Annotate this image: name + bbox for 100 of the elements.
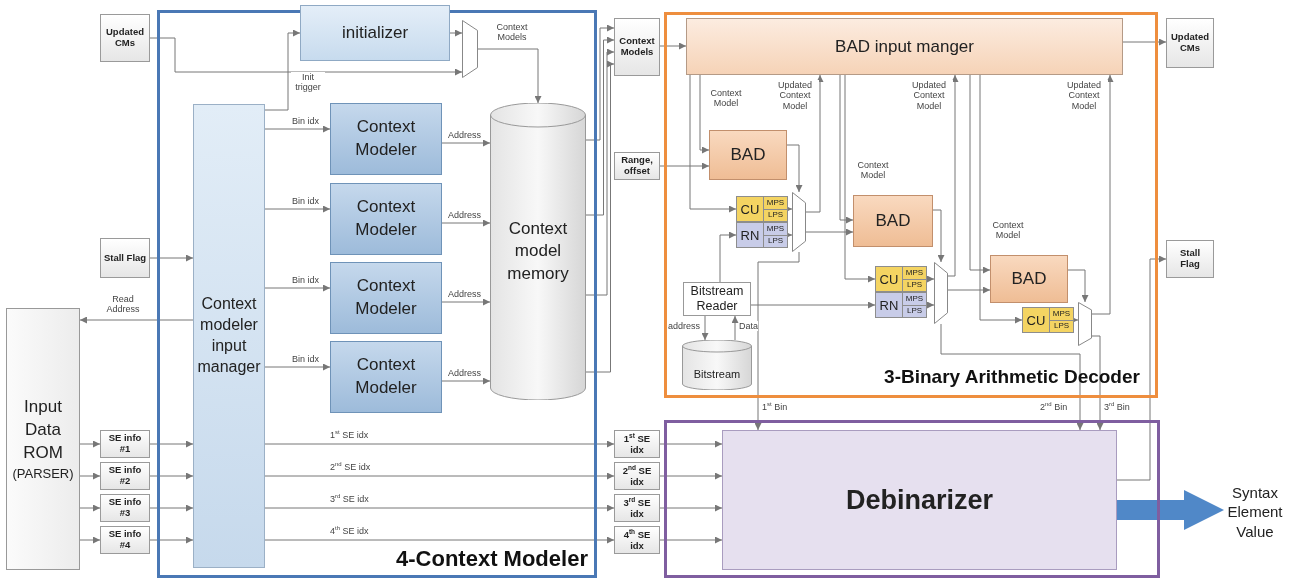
arrow bbox=[79, 440, 101, 448]
signal-box bbox=[100, 526, 150, 554]
arrow bbox=[844, 74, 876, 283]
arrow bbox=[699, 74, 710, 154]
module-box bbox=[722, 430, 1117, 570]
arrow bbox=[79, 504, 101, 512]
multiplexer-symbol bbox=[1078, 302, 1092, 346]
box-note: (PARSER) bbox=[12, 464, 74, 483]
register-label: RN bbox=[739, 227, 761, 243]
register-label: CU bbox=[878, 271, 900, 287]
box-label: Stall Flag bbox=[102, 252, 148, 264]
box-label: initializer bbox=[341, 23, 409, 43]
box-label: SE info #3 bbox=[107, 497, 143, 519]
state-label: LPS bbox=[902, 278, 926, 291]
box-label: Stall Flag bbox=[1178, 248, 1202, 270]
edge-label: Data bbox=[739, 321, 758, 332]
arrow bbox=[264, 205, 331, 213]
arrow bbox=[659, 536, 723, 544]
arrow bbox=[449, 29, 463, 37]
multiplexer-symbol bbox=[462, 20, 478, 78]
box-label: SE info #2 bbox=[107, 465, 143, 487]
state-label: MPS bbox=[763, 223, 787, 235]
state-label: MPS bbox=[902, 293, 926, 305]
signal-box bbox=[100, 14, 150, 62]
arrow bbox=[264, 284, 331, 292]
module-box bbox=[193, 104, 265, 568]
arrow bbox=[149, 254, 194, 262]
box-label: Context modeler input manager bbox=[196, 294, 262, 377]
arrow bbox=[264, 29, 301, 111]
module-box bbox=[709, 130, 787, 180]
module-box bbox=[330, 341, 442, 413]
module-box bbox=[683, 282, 751, 316]
box-label: BAD bbox=[730, 145, 766, 165]
arrow bbox=[149, 536, 194, 544]
arrow bbox=[149, 472, 194, 480]
arrow bbox=[947, 286, 991, 294]
state-label: LPS bbox=[1049, 319, 1073, 332]
signal-box bbox=[614, 494, 660, 522]
box-label: SE info #1 bbox=[107, 433, 143, 455]
arrow bbox=[805, 228, 854, 236]
register-box bbox=[875, 266, 927, 292]
edge-label: Bin idx bbox=[292, 354, 319, 365]
arrow bbox=[441, 377, 491, 385]
edge-label: 4$^{th}$ SE idx bbox=[330, 525, 369, 537]
arrow bbox=[585, 60, 615, 373]
arrow bbox=[264, 504, 615, 512]
arrow bbox=[754, 251, 800, 431]
edge-label: Bin idx bbox=[292, 275, 319, 286]
box-label: Context Modeler bbox=[354, 354, 418, 399]
arrow bbox=[932, 209, 945, 263]
arrow bbox=[701, 315, 709, 341]
arrow bbox=[786, 144, 803, 193]
arrow bbox=[1091, 74, 1114, 315]
box-label: Bitstream bbox=[693, 366, 741, 381]
box-label: Context Modeler bbox=[354, 196, 418, 241]
arrow bbox=[940, 323, 1084, 431]
box-label: BAD bbox=[1011, 269, 1047, 289]
arrow bbox=[750, 301, 876, 309]
state-label: MPS bbox=[763, 197, 787, 209]
arrow bbox=[731, 315, 739, 341]
signal-box bbox=[100, 462, 150, 490]
signal-box bbox=[614, 18, 660, 76]
box-label: Context model memory bbox=[506, 218, 570, 285]
arrow bbox=[264, 536, 615, 544]
edge-label: 1$^{st}$ SE idx bbox=[330, 429, 369, 441]
output-arrow bbox=[1117, 490, 1224, 530]
arrow bbox=[969, 74, 991, 274]
edge-label: Address bbox=[448, 130, 482, 141]
edge-label: Init trigger bbox=[291, 72, 325, 93]
arrow bbox=[585, 48, 615, 296]
arrow bbox=[805, 74, 824, 213]
box-label: Updated CMs bbox=[1170, 32, 1210, 54]
arrow bbox=[441, 219, 491, 227]
state-label: LPS bbox=[902, 304, 926, 317]
box-label: Context Modeler bbox=[354, 116, 418, 161]
arrow bbox=[79, 316, 194, 324]
arrow bbox=[839, 74, 854, 224]
arrow bbox=[926, 301, 935, 309]
box-label: Context Modeler bbox=[354, 275, 418, 320]
register-box bbox=[736, 222, 788, 248]
arrow bbox=[689, 74, 737, 213]
arrow bbox=[926, 275, 935, 283]
arrow bbox=[149, 37, 463, 76]
register-box bbox=[736, 196, 788, 222]
box-label: SE info #4 bbox=[107, 529, 143, 551]
arrow bbox=[979, 74, 1023, 324]
register-label: CU bbox=[739, 201, 761, 217]
box-label: Updated CMs bbox=[105, 27, 145, 49]
arrow bbox=[477, 48, 542, 104]
box-label: Context Models bbox=[618, 36, 656, 58]
edge-label: Bin idx bbox=[292, 196, 319, 207]
arrow bbox=[441, 139, 491, 147]
signal-box bbox=[100, 494, 150, 522]
signal-box bbox=[614, 152, 660, 180]
arrow bbox=[149, 440, 194, 448]
edge-label: Address bbox=[448, 210, 482, 221]
module-box bbox=[853, 195, 933, 247]
arrow bbox=[947, 74, 959, 277]
state-label: LPS bbox=[763, 234, 787, 247]
box-label: BAD input manger bbox=[835, 36, 974, 57]
